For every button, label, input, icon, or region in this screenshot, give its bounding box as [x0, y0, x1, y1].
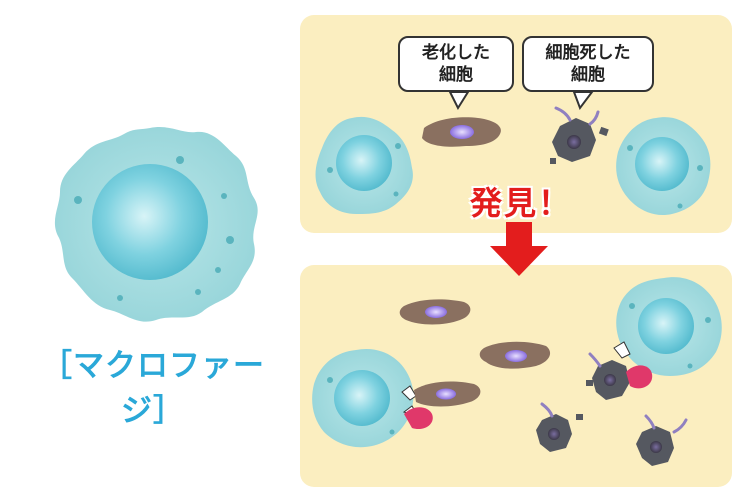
- macrophage-top-right: [616, 117, 711, 216]
- macrophage-eating-aged-cell: [312, 348, 481, 448]
- bubble-aged-line1: 老化した: [422, 43, 490, 63]
- bubble-tail-aged: [448, 91, 470, 111]
- macrophage-title: ［マクロファージ］: [41, 348, 265, 429]
- dead-cell-bottom-2: [636, 414, 688, 466]
- macrophage-large: [54, 127, 258, 322]
- bubble-dead-line2: 細胞: [571, 65, 605, 85]
- dead-cell-top: [550, 106, 609, 164]
- bubble-tail-dead: [572, 91, 594, 111]
- aged-cell-bottom-2: [479, 341, 551, 369]
- bubble-aged-cell: 老化した 細胞: [398, 36, 514, 92]
- down-arrow: [490, 222, 548, 276]
- found-label: 発見！: [470, 184, 573, 222]
- bubble-dead-cell: 細胞死した 細胞: [522, 36, 654, 92]
- macrophage-top-left: [315, 116, 413, 214]
- macrophage-eating-dead-cell: [586, 277, 722, 400]
- aged-cell-top: [422, 117, 501, 147]
- bubble-dead-line1: 細胞死した: [545, 43, 631, 63]
- aged-cell-bottom-1: [399, 299, 471, 325]
- dead-cell-bottom-1: [536, 402, 583, 452]
- bubble-aged-line2: 細胞: [439, 65, 473, 85]
